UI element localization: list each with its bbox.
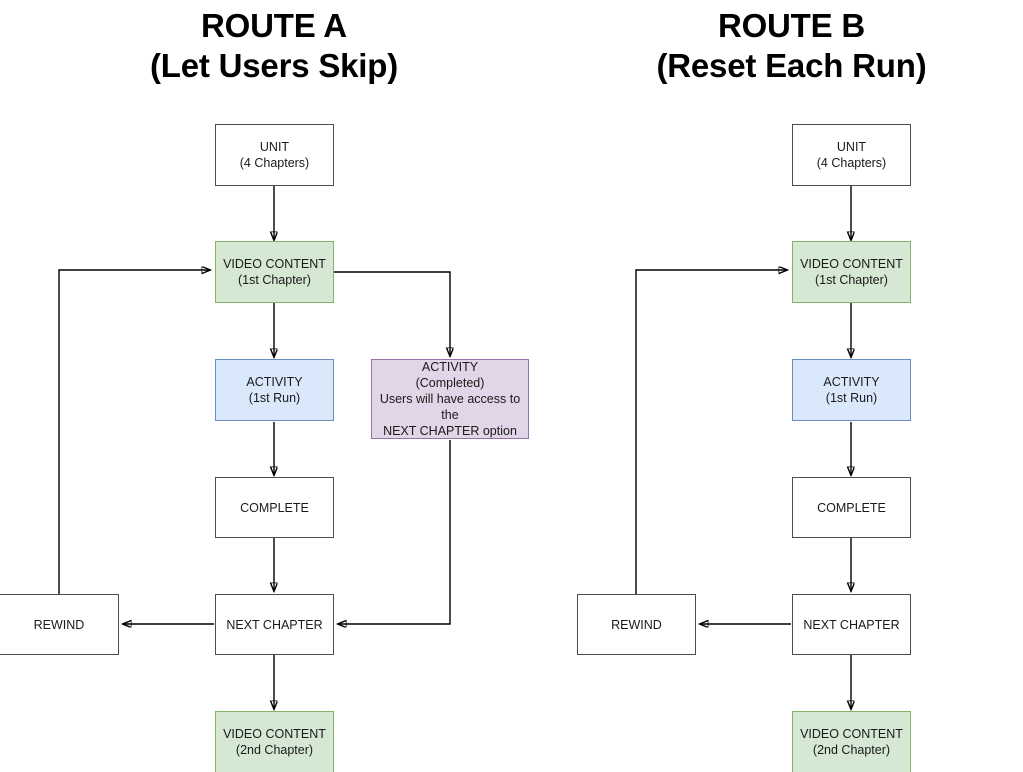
route-b-node-activity-first-run[interactable]: ACTIVITY (1st Run) (792, 359, 911, 421)
route-a-node-complete[interactable]: COMPLETE (215, 477, 334, 538)
route-b-node-rewind[interactable]: REWIND (577, 594, 696, 655)
route-a-node-activity-first-run[interactable]: ACTIVITY (1st Run) (215, 359, 334, 421)
route-b-node-complete[interactable]: COMPLETE (792, 477, 911, 538)
route-b-node-unit[interactable]: UNIT (4 Chapters) (792, 124, 911, 186)
route-b-node-next-chapter[interactable]: NEXT CHAPTER (792, 594, 911, 655)
route-a-node-next-chapter[interactable]: NEXT CHAPTER (215, 594, 334, 655)
route-a-node-video-content-first[interactable]: VIDEO CONTENT (1st Chapter) (215, 241, 334, 303)
edge-a-rewind-to-video (58, 270, 210, 594)
route-a-title: ROUTE A (Let Users Skip) (149, 7, 399, 84)
route-a-node-rewind[interactable]: REWIND (0, 594, 119, 655)
route-b-node-video-content-second[interactable]: VIDEO CONTENT (2nd Chapter) (792, 711, 911, 772)
route-b-title: ROUTE B (Reset Each Run) (656, 7, 927, 84)
edge-a-video-to-activity-completed (334, 271, 450, 356)
route-a-node-activity-completed[interactable]: ACTIVITY (Completed) Users will have acc… (371, 359, 529, 439)
edge-b-rewind-to-video (635, 270, 787, 594)
route-b-node-video-content-first[interactable]: VIDEO CONTENT (1st Chapter) (792, 241, 911, 303)
route-a-node-video-content-second[interactable]: VIDEO CONTENT (2nd Chapter) (215, 711, 334, 772)
edge-a-activity-completed-to-next-chapter (338, 440, 451, 624)
route-a-node-unit[interactable]: UNIT (4 Chapters) (215, 124, 334, 186)
